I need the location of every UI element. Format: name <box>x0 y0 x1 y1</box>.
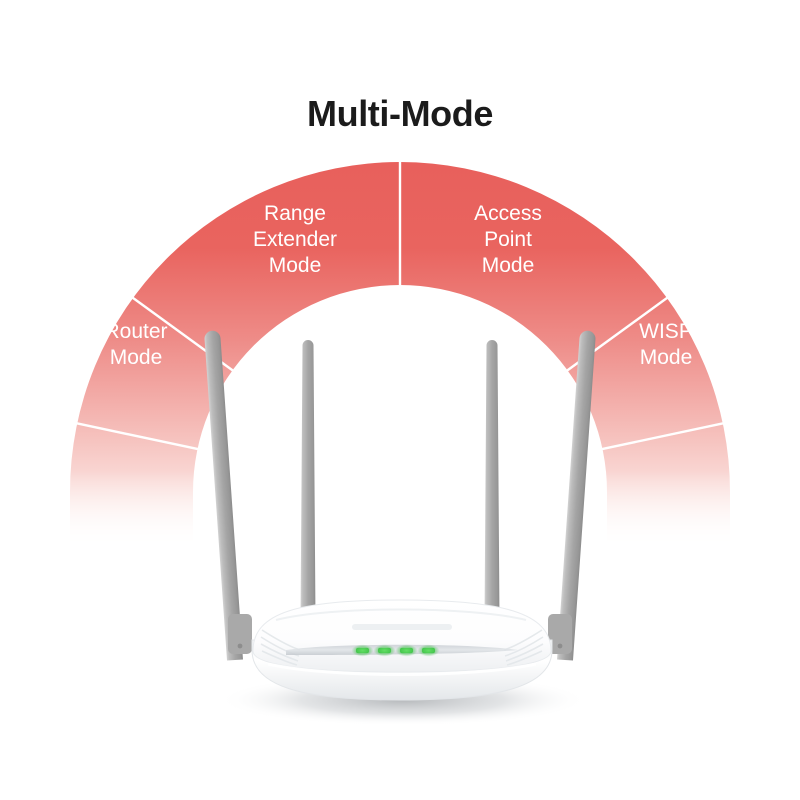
arc-label-line: Mode <box>269 254 322 277</box>
arc-label-line: WISP <box>639 320 693 343</box>
arc-label-wisp-mode: WISP Mode <box>639 320 693 369</box>
page-title: Multi-Mode <box>307 93 493 134</box>
arc-label-line: Mode <box>640 346 693 369</box>
arc-label-line: Extender <box>253 228 337 251</box>
arc-ring <box>70 162 730 560</box>
arc-label-line: Router <box>104 320 167 343</box>
arc-label-line: Mode <box>482 254 535 277</box>
arc-label-line: Access <box>474 202 542 225</box>
arc-label-line: Mode <box>110 346 163 369</box>
arc-label-line: Range <box>264 202 326 225</box>
arc-divider <box>600 422 725 451</box>
arc-label-line: Point <box>484 228 532 251</box>
arc-divider <box>74 422 200 451</box>
